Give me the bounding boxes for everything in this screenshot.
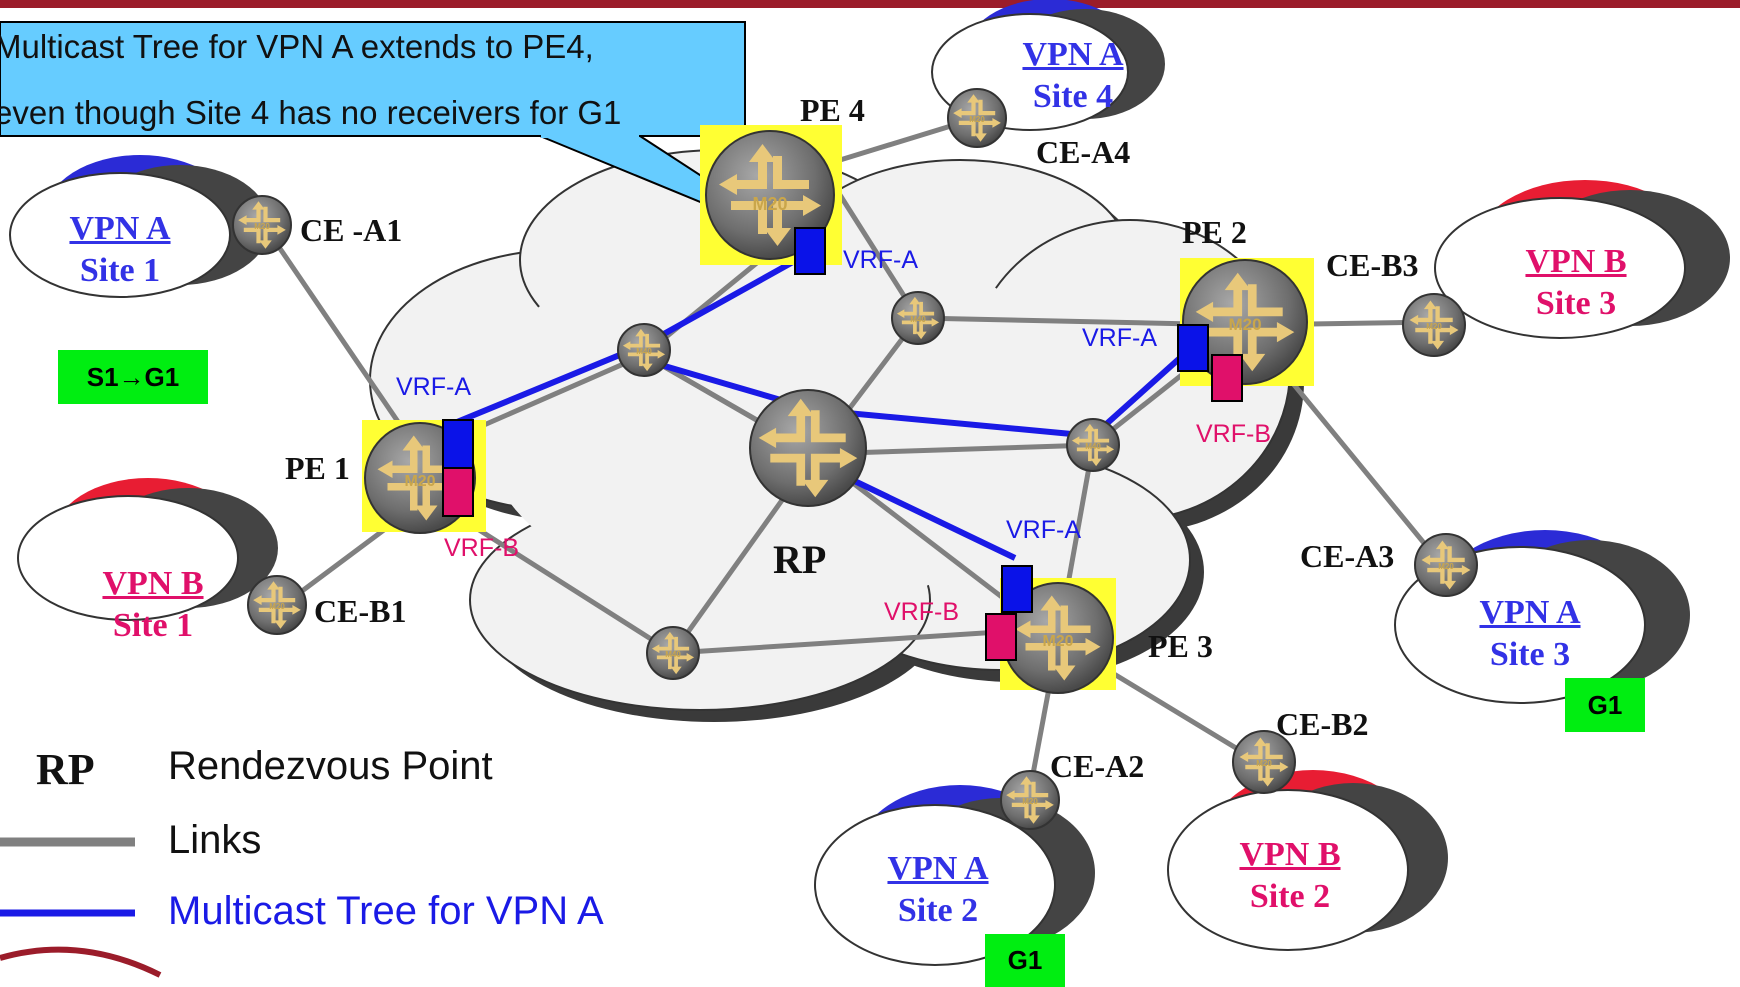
- site-vpn-name: VPN A: [1022, 36, 1124, 73]
- pe1-label: PE 1: [285, 450, 350, 486]
- vpn-a-site-4-label: VPN A Site 4: [1003, 34, 1143, 118]
- svg-text:M40: M40: [910, 315, 926, 324]
- pe1-vrf-a-box: [442, 419, 474, 469]
- svg-text:M20: M20: [254, 222, 270, 231]
- pe1-vrf-b-box: [442, 467, 474, 517]
- site-3-group-tag: G1: [1565, 678, 1645, 732]
- svg-text:M20: M20: [269, 602, 285, 611]
- pe2-vrf-b-label: VRF-B: [1196, 420, 1271, 448]
- pe4-label: PE 4: [800, 92, 865, 128]
- rp-label: RP: [773, 537, 827, 582]
- pe3-vrf-a-box: [1001, 565, 1033, 613]
- source-group-tag: S1→G1: [58, 350, 208, 404]
- site-name: Site 1: [112, 607, 194, 644]
- core-router[interactable]: M40: [617, 323, 671, 377]
- ce-b3-label: CE-B3: [1326, 247, 1419, 283]
- svg-text:M40: M40: [1085, 442, 1101, 451]
- pe3-label: PE 3: [1148, 628, 1213, 664]
- svg-text:M20: M20: [1426, 322, 1442, 331]
- ce-b2-router[interactable]: M20: [1232, 730, 1296, 794]
- pe4-vrf-a-box: [794, 227, 826, 275]
- site-vpn-name: VPN B: [1239, 836, 1341, 873]
- svg-text:M40: M40: [636, 347, 652, 356]
- svg-text:M20: M20: [1022, 797, 1038, 806]
- vpn-a-site-1-label: VPN A Site 1: [50, 208, 190, 292]
- ce-a4-router[interactable]: M20: [947, 88, 1007, 148]
- legend-rp-text: Rendezvous Point: [168, 744, 493, 788]
- vpn-b-site-3-label: VPN B Site 3: [1506, 241, 1646, 325]
- core-router[interactable]: M40: [646, 626, 700, 680]
- pe3-vrf-a-label: VRF-A: [1006, 516, 1081, 544]
- svg-text:M20: M20: [1042, 633, 1073, 650]
- ce-b3-router[interactable]: M20: [1402, 293, 1466, 357]
- pe4-badge: M20: [752, 194, 787, 214]
- logo-swoosh: [0, 946, 162, 978]
- core-router[interactable]: M40: [891, 291, 945, 345]
- multicast-tree: [455, 245, 1203, 561]
- pe1-vrf-a-label: VRF-A: [396, 373, 471, 401]
- svg-text:M20: M20: [969, 115, 985, 124]
- svg-text:M40: M40: [665, 650, 681, 659]
- pe2-vrf-a-box: [1177, 324, 1209, 372]
- top-banner: [0, 0, 1740, 8]
- site-name: Site 4: [1032, 78, 1114, 115]
- vpn-b-site-2-label: VPN B Site 2: [1220, 834, 1360, 918]
- pe3-vrf-b-label: VRF-B: [884, 598, 959, 626]
- site-name: Site 2: [897, 892, 979, 929]
- ce-b2-label: CE-B2: [1276, 706, 1369, 742]
- pe2-router[interactable]: M20: [1180, 258, 1314, 386]
- pe3-router[interactable]: M20: [1000, 578, 1116, 694]
- pe2-label: PE 2: [1182, 214, 1247, 250]
- rp-router[interactable]: [749, 389, 867, 507]
- pe2-vrf-b-box: [1211, 354, 1243, 402]
- site-vpn-name: VPN A: [1479, 594, 1581, 631]
- ce-a2-label: CE-A2: [1050, 748, 1145, 784]
- svg-text:M20: M20: [1438, 562, 1454, 571]
- site-name: Site 3: [1489, 636, 1571, 673]
- core-router[interactable]: M40: [1066, 418, 1120, 472]
- ce-a1-label: CE -A1: [300, 212, 403, 248]
- site-vpn-name: VPN B: [102, 565, 204, 602]
- svg-text:M20: M20: [404, 473, 435, 490]
- ce-a4-label: CE-A4: [1036, 134, 1131, 170]
- pe1-vrf-b-label: VRF-B: [444, 534, 519, 562]
- ce-b1-router[interactable]: M20: [247, 575, 307, 635]
- site-vpn-name: VPN A: [69, 210, 171, 247]
- svg-text:M20: M20: [1228, 315, 1261, 334]
- ce-a2-router[interactable]: M20: [1000, 770, 1060, 830]
- ce-b1-label: CE-B1: [314, 593, 407, 629]
- site-cloud-backgrounds: [9, 0, 1730, 966]
- vpn-b-site-1-label: VPN B Site 1: [83, 563, 223, 647]
- vpn-a-site-2-label: VPN A Site 2: [868, 848, 1008, 932]
- vpn-a-site-3-label: VPN A Site 3: [1460, 592, 1600, 676]
- legend-rp-symbol: RP: [36, 745, 95, 794]
- ce-a1-router[interactable]: M20: [232, 195, 292, 255]
- legend-links-text: Links: [168, 818, 262, 862]
- legend-tree-text: Multicast Tree for VPN A: [168, 889, 604, 933]
- ce-a3-label: CE-A3: [1300, 538, 1395, 574]
- pe2-vrf-a-label: VRF-A: [1082, 324, 1157, 352]
- callout-line-1: Multicast Tree for VPN A extends to PE4,: [0, 28, 594, 65]
- callout-line-2: even though Site 4 has no receivers for …: [0, 94, 622, 131]
- site-2-group-tag: G1: [985, 934, 1065, 987]
- pe4-vrf-a-label: VRF-A: [843, 246, 918, 274]
- site-name: Site 2: [1249, 878, 1331, 915]
- svg-text:M20: M20: [1256, 759, 1272, 768]
- site-vpn-name: VPN A: [887, 850, 989, 887]
- site-name: Site 3: [1535, 285, 1617, 322]
- ce-a3-router[interactable]: M20: [1414, 533, 1478, 597]
- site-name: Site 1: [79, 252, 161, 289]
- pe3-vrf-b-box: [985, 613, 1017, 661]
- site-vpn-name: VPN B: [1525, 243, 1627, 280]
